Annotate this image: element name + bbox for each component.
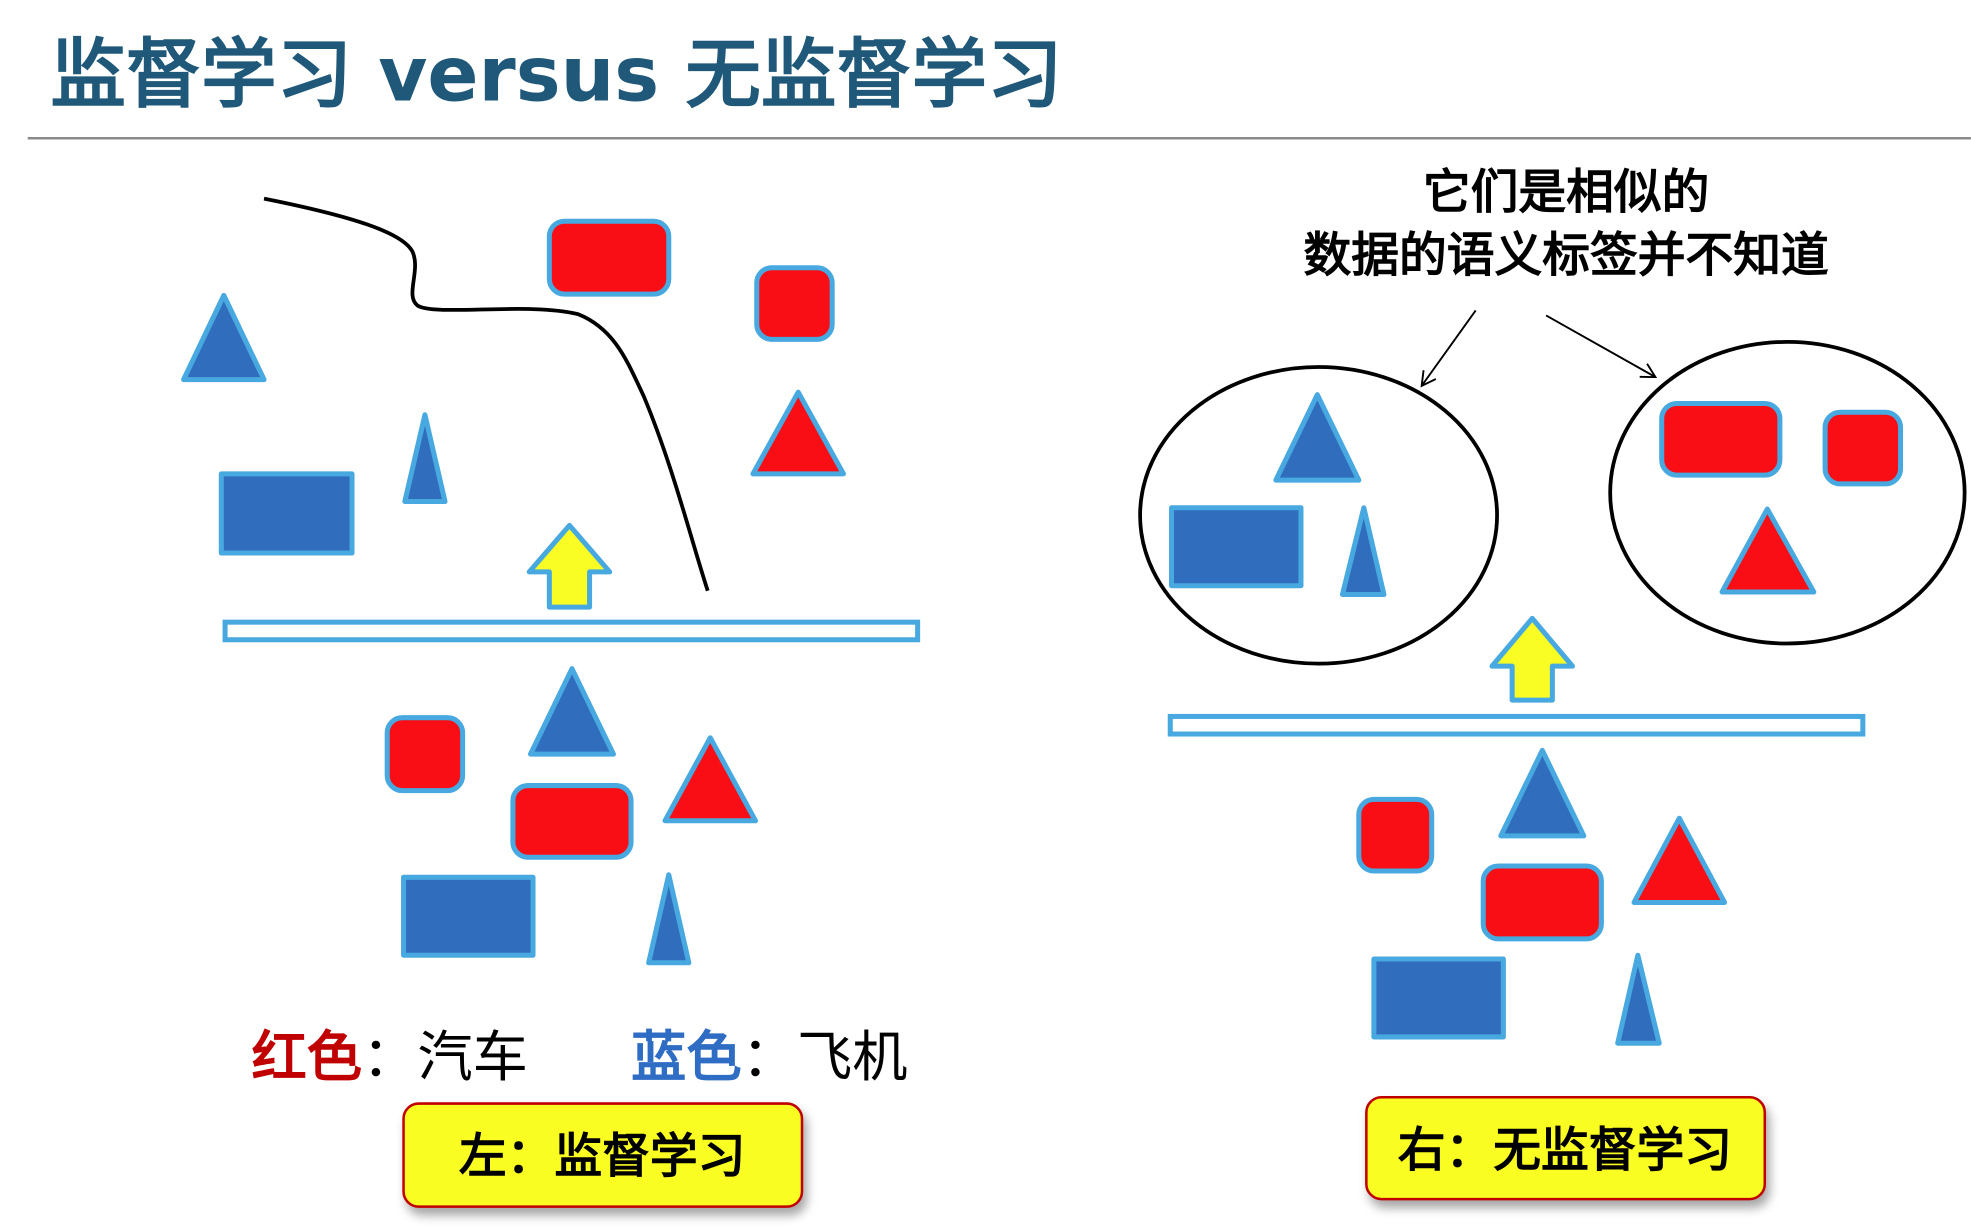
cluster-plane-thin-triangle [1339,505,1387,598]
color-legend: 红色：汽车 蓝色：飞机 [251,1026,907,1090]
car-square [754,265,835,342]
annotation-line2: 数据的语义标签并不知道 [1304,228,1830,283]
page-title: 监督学习 versus 无监督学习 [50,31,1062,119]
car-rect [546,218,672,297]
cluster-cars [1608,339,1967,646]
legend-red-word: 红色 [251,1026,362,1090]
supervised-label-box [402,1102,804,1208]
supervised-panel: 红色：汽车 蓝色：飞机 左：监督学习 [181,196,921,1208]
annotation-arrow-right [1545,314,1658,379]
legend-blue-word: 蓝色 [631,1026,742,1090]
up-arrow-icon [526,522,613,610]
up-arrow-icon-right [1489,615,1575,703]
input-car-triangle-right [1631,815,1728,905]
annotation-line1: 它们是相似的 [1423,166,1710,221]
input-plane-triangle-right [1498,747,1587,839]
unsupervised-label-box [1365,1096,1767,1201]
input-car-rect [510,783,634,860]
cluster-plane-triangle [1273,392,1362,483]
decision-boundary-curve [263,196,710,592]
input-car-square [384,715,466,794]
supervised-label: 左：监督学习 [459,1130,746,1185]
annotation-arrow-left [1420,309,1477,388]
input-plane-thin-triangle-right [1615,952,1662,1046]
cluster-plane-rect [1169,505,1304,589]
legend-blue-meaning: ：飞机 [742,1026,908,1090]
plane-rect [218,471,355,556]
input-plane-rect-right [1371,956,1506,1040]
unsupervised-label: 右：无监督学习 [1398,1123,1732,1178]
plane-thin-triangle [402,412,448,505]
input-car-triangle [662,735,758,824]
cluster-car-square [1822,409,1904,487]
model-bar-right [1167,713,1866,737]
cluster-car-triangle [1719,506,1817,595]
unsupervised-panel: 它们是相似的 数据的语义标签并不知道 右：无监督学习 [1138,166,1967,1201]
input-car-square-right [1356,796,1435,874]
input-plane-triangle [527,666,616,757]
cluster-car-rect [1659,400,1783,478]
input-plane-thin-triangle [646,872,692,966]
plane-triangle [181,292,267,383]
input-car-rect-right [1480,863,1604,942]
cluster-planes [1138,365,1499,666]
car-triangle [750,389,846,477]
model-bar [222,619,921,643]
legend-red-meaning: ：汽车 [362,1026,528,1090]
input-plane-rect [401,874,536,958]
